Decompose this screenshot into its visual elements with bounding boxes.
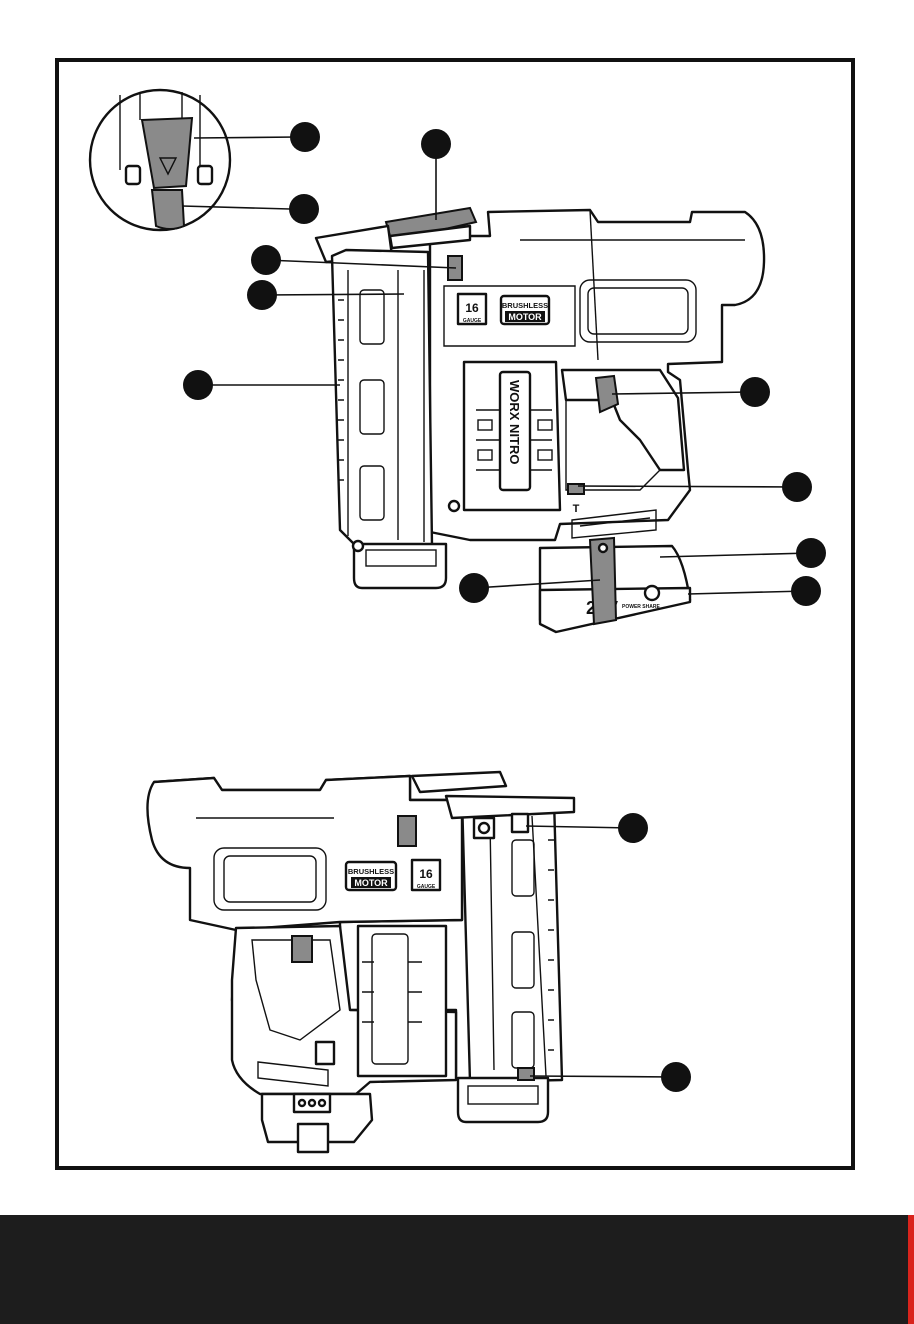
gauge-label-top: 16 — [465, 301, 479, 315]
gauge-sub-bottom: GAUGE — [417, 884, 436, 890]
motor-label-bottom: MOTOR — [354, 878, 388, 888]
callout-marker — [459, 573, 489, 603]
callout-marker — [782, 472, 812, 502]
nailer-opposite-view: BRUSHLESS MOTOR 16 GAUGE — [147, 772, 574, 1152]
callout-marker — [421, 129, 451, 159]
callout-marker — [183, 370, 213, 400]
callout-marker — [661, 1062, 691, 1092]
trigger-bottom — [292, 936, 312, 962]
battery-sub-top: POWER SHARE — [622, 604, 660, 610]
magazine-brand-top: WORX NITRO — [507, 380, 522, 465]
gauge-sub-top: GAUGE — [463, 318, 482, 324]
magazine-release — [518, 1068, 534, 1080]
nailer-side-view: 16 GAUGE BRUSHLESS MOTOR T WORX NITRO 20… — [90, 90, 764, 632]
callout-marker — [251, 245, 281, 275]
callout-marker — [796, 538, 826, 568]
brushless-label-top: BRUSHLESS — [502, 301, 548, 310]
callout-marker — [740, 377, 770, 407]
callout-marker — [289, 194, 319, 224]
callout-markers-bottom — [618, 813, 691, 1092]
callout-marker — [290, 122, 320, 152]
callout-marker — [791, 576, 821, 606]
brushless-label-bottom: BRUSHLESS — [348, 867, 394, 876]
switch-letter: T — [573, 503, 580, 515]
motor-label-top: MOTOR — [508, 312, 542, 322]
depth-wheel-bottom — [398, 816, 416, 846]
callout-marker — [247, 280, 277, 310]
gauge-label-bottom: 16 — [419, 867, 433, 881]
callout-marker — [618, 813, 648, 843]
